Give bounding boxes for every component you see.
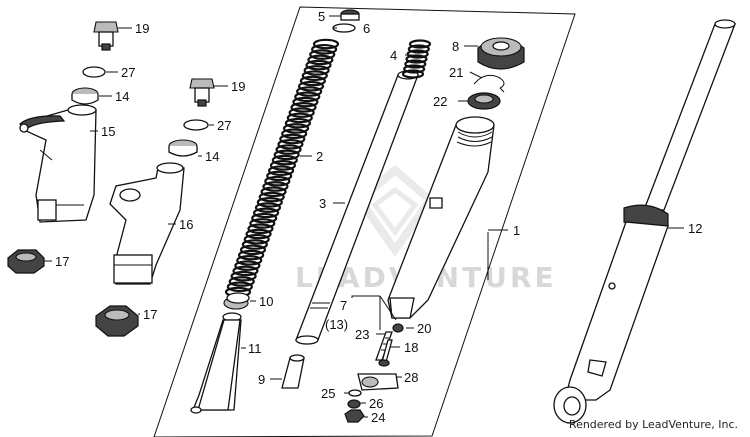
bracket-15 (19, 104, 97, 223)
oil-lock-piece-9 (281, 354, 305, 389)
callout-19-lower: 19 (231, 79, 245, 94)
nut-14-upper (71, 87, 99, 105)
callout-4: 4 (390, 48, 397, 63)
cap-5 (340, 9, 360, 21)
nut-17-lower (95, 305, 139, 337)
callout-2: 2 (316, 149, 323, 164)
bracket-16 (109, 162, 185, 285)
axle-holder-28 (357, 373, 399, 391)
callout-23: 23 (355, 327, 369, 342)
bolt-19-upper (93, 21, 119, 51)
oil-seal-22 (467, 92, 501, 110)
bolt-19-lower (189, 78, 215, 107)
nut-14-lower (168, 139, 198, 157)
callout-9: 9 (258, 372, 265, 387)
callout-21: 21 (449, 65, 463, 80)
washer-10 (226, 292, 250, 304)
o-ring-27-lower (183, 119, 209, 131)
callout-26: 26 (369, 396, 383, 411)
spring-4 (401, 39, 432, 79)
washer-26 (347, 399, 361, 409)
washer-25 (348, 389, 362, 397)
callout-25: 25 (321, 386, 335, 401)
fork-assembly-12 (553, 19, 736, 424)
credit-text: Rendered by LeadVenture, Inc. (568, 418, 738, 431)
callout-15: 15 (101, 124, 115, 139)
callout-22: 22 (433, 94, 447, 109)
leader-lines (44, 15, 684, 418)
callout-20: 20 (417, 321, 431, 336)
callout-16: 16 (179, 217, 193, 232)
callout-13: (13) (325, 317, 348, 332)
callout-5: 5 (318, 9, 325, 24)
callout-17-upper: 17 (55, 254, 69, 269)
callout-27-lower: 27 (217, 118, 231, 133)
callout-19-upper: 19 (135, 21, 149, 36)
callout-14-lower: 14 (205, 149, 219, 164)
callout-27-upper: 27 (121, 65, 135, 80)
callout-3: 3 (319, 196, 326, 211)
callout-1: 1 (513, 223, 520, 238)
circlip-21 (473, 74, 505, 93)
fork-spring-2 (224, 38, 340, 298)
washer-20 (392, 323, 404, 333)
damper-rod-11 (190, 296, 249, 414)
dust-seal-8 (477, 37, 525, 70)
callout-10: 10 (259, 294, 273, 309)
inner-fork-tube-3 (295, 70, 419, 345)
nut-24 (344, 409, 365, 423)
callout-7: 7 (340, 298, 347, 313)
callout-28: 28 (404, 370, 418, 385)
bolt-18 (378, 339, 393, 367)
o-ring-27-upper (82, 66, 106, 78)
callout-12: 12 (688, 221, 702, 236)
callout-11: 11 (248, 341, 262, 356)
callout-24: 24 (371, 410, 385, 425)
callout-8: 8 (452, 39, 459, 54)
nut-17-upper (7, 249, 45, 274)
outer-fork-slider-1 (387, 116, 495, 319)
callout-18: 18 (404, 340, 418, 355)
callout-14-upper: 14 (115, 89, 129, 104)
callout-17-lower: 17 (143, 307, 157, 322)
callout-6: 6 (363, 21, 370, 36)
assembly-outline (153, 6, 576, 437)
